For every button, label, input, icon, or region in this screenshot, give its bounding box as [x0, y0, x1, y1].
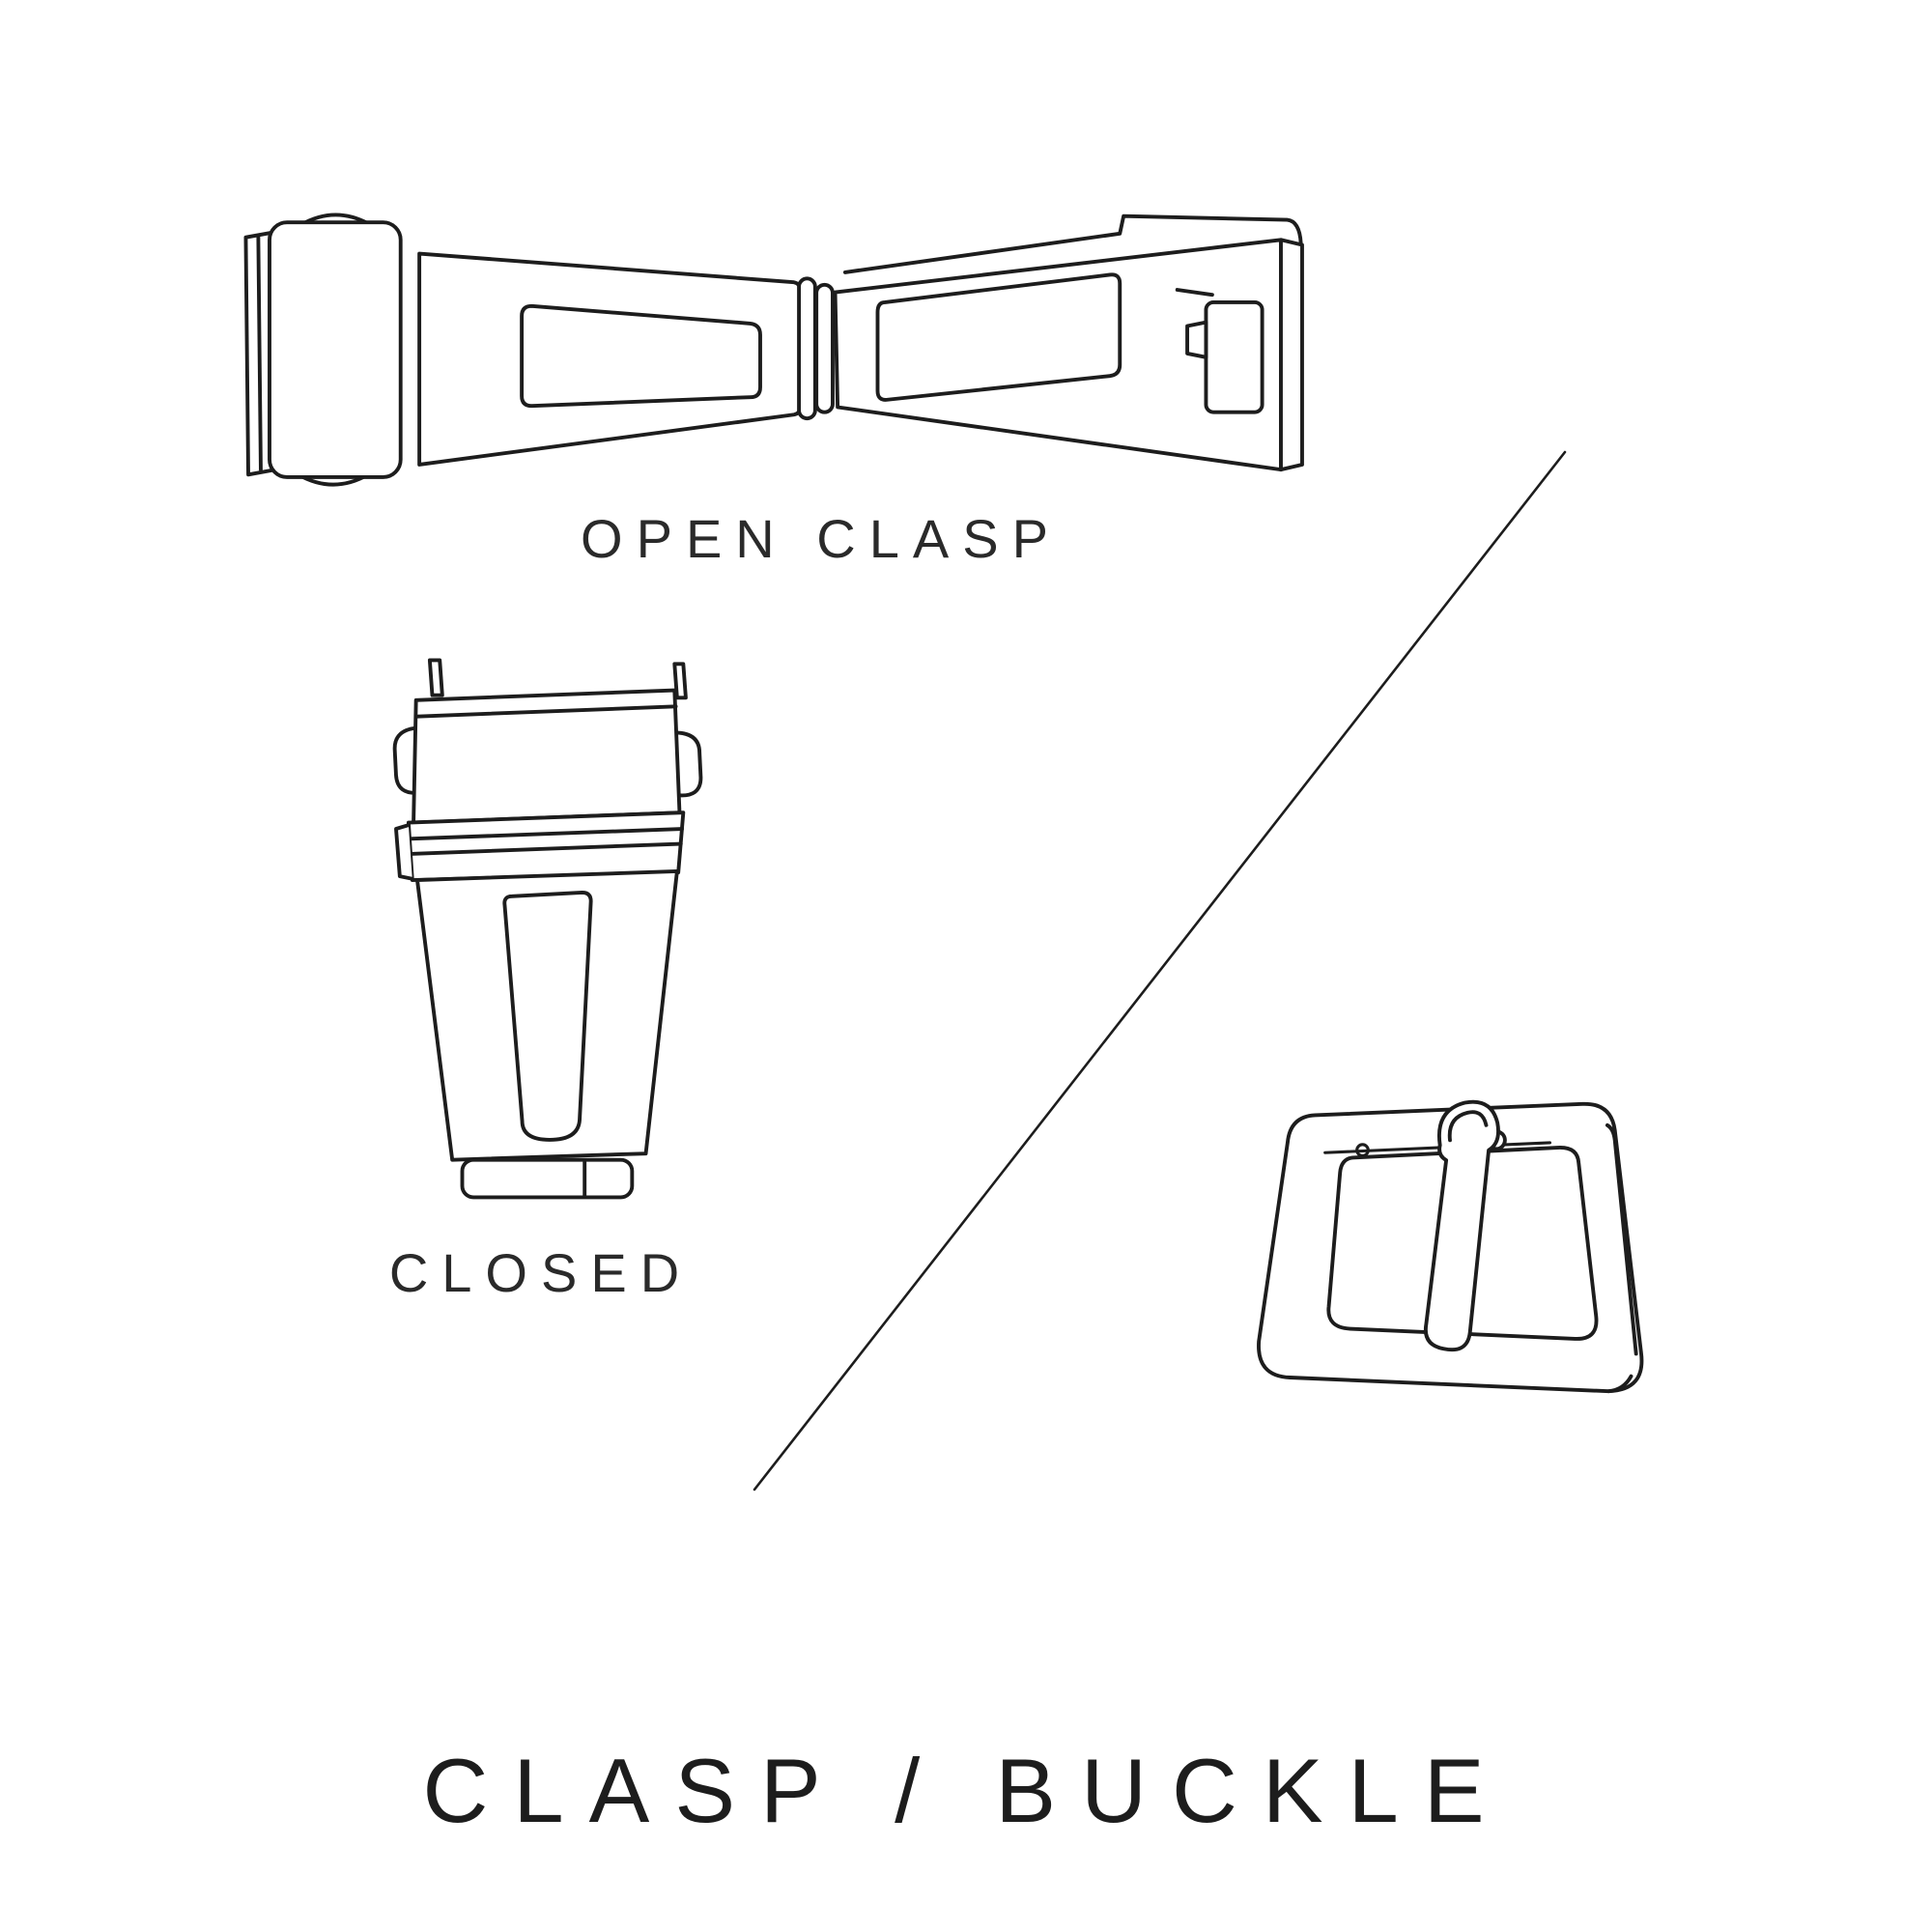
closed-clasp-label: CLOSED — [388, 1242, 694, 1303]
open-clasp-label: OPEN CLASP — [581, 508, 1062, 569]
open-clasp-drawing — [243, 213, 1304, 487]
closed-clasp-drawing — [392, 658, 703, 1200]
divider-line — [734, 425, 1584, 1507]
page-title: CLASP / BUCKLE — [422, 1740, 1510, 1841]
open-clasp-illustration — [225, 187, 1325, 525]
buckle-drawing — [1257, 1099, 1644, 1394]
buckle-illustration — [1237, 1088, 1662, 1450]
divider-line-drawing — [753, 450, 1567, 1492]
closed-clasp-illustration — [375, 650, 724, 1225]
